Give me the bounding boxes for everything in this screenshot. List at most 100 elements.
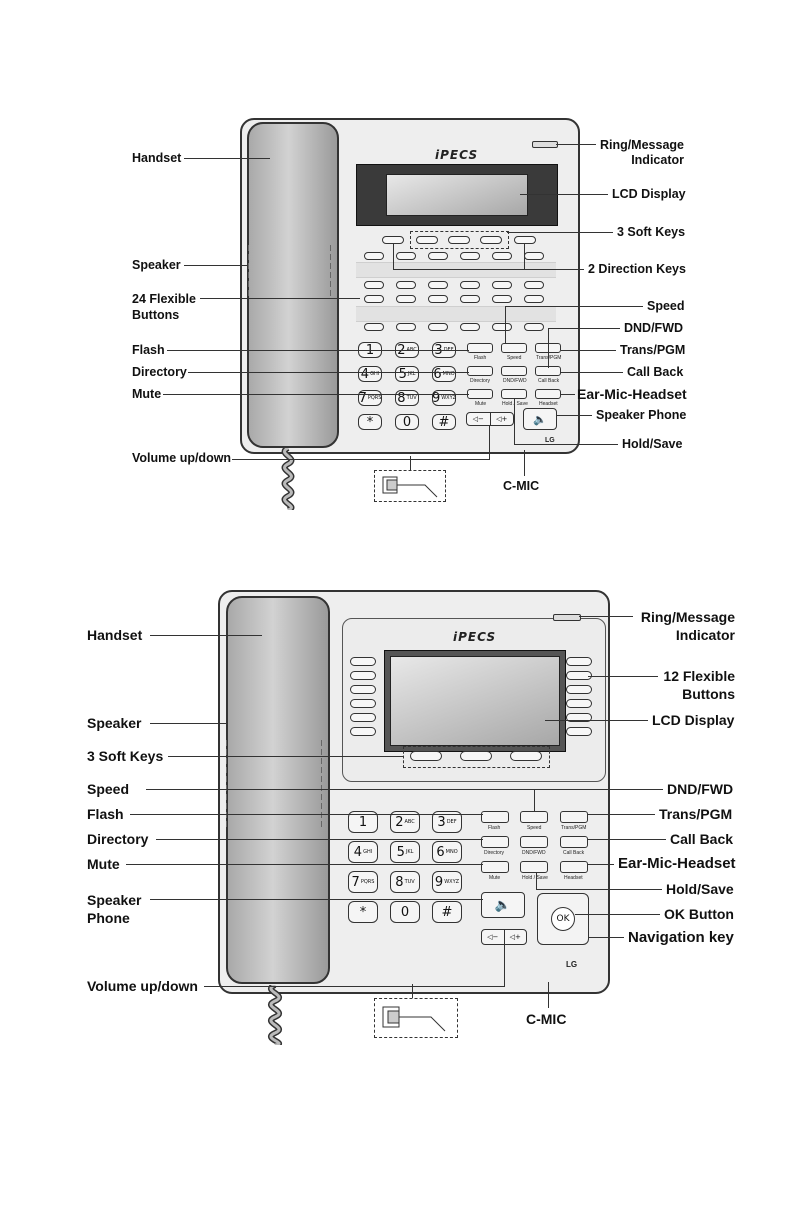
- dial-key-star[interactable]: *: [358, 414, 382, 430]
- dial-digit: 7: [352, 875, 360, 890]
- headset-button[interactable]: [560, 861, 588, 873]
- lcd-display: [386, 174, 528, 216]
- flexible-button[interactable]: [492, 281, 512, 289]
- flexible-button[interactable]: [428, 281, 448, 289]
- flexible-button[interactable]: [524, 252, 544, 260]
- dial-key-0[interactable]: 0: [395, 414, 419, 430]
- direction-key-left[interactable]: [382, 236, 404, 244]
- flash-button[interactable]: [467, 343, 493, 353]
- speed-button[interactable]: [501, 343, 527, 353]
- flexible-button[interactable]: [350, 727, 376, 736]
- flexible-button[interactable]: [428, 295, 448, 303]
- dnd-fwd-button[interactable]: [501, 366, 527, 376]
- flexible-button[interactable]: [350, 699, 376, 708]
- leader: [507, 232, 613, 233]
- flexible-button[interactable]: [460, 281, 480, 289]
- flexible-button[interactable]: [396, 323, 416, 331]
- leader: [514, 444, 618, 445]
- call-back-button[interactable]: [560, 836, 588, 848]
- direction-key-right[interactable]: [514, 236, 536, 244]
- flexible-button[interactable]: [566, 657, 592, 666]
- volume-key[interactable]: ◁−◁+: [481, 929, 527, 945]
- label-ring-message-2: Indicator: [631, 153, 684, 167]
- handset-cord: [255, 985, 295, 1045]
- callback-caption: Call Back: [538, 378, 559, 384]
- flexible-button[interactable]: [350, 713, 376, 722]
- dial-digit: 4: [361, 367, 369, 382]
- jack-icon: [375, 471, 445, 501]
- handset: [226, 596, 330, 984]
- flash-button[interactable]: [481, 811, 509, 823]
- leader: [146, 789, 534, 790]
- flexible-button[interactable]: [364, 281, 384, 289]
- mute-button[interactable]: [467, 389, 493, 399]
- leader: [393, 269, 524, 270]
- dial-key-star[interactable]: *: [348, 901, 378, 923]
- flexible-button[interactable]: [364, 252, 384, 260]
- directory-button[interactable]: [481, 836, 509, 848]
- flexible-button[interactable]: [364, 323, 384, 331]
- mute-button[interactable]: [481, 861, 509, 873]
- trans-pgm-button[interactable]: [560, 811, 588, 823]
- flexible-button[interactable]: [350, 671, 376, 680]
- flexible-button[interactable]: [396, 281, 416, 289]
- flexible-button[interactable]: [566, 727, 592, 736]
- headset-button[interactable]: [535, 389, 561, 399]
- flexible-button[interactable]: [524, 323, 544, 331]
- jack-icon: [375, 999, 457, 1037]
- flexible-button[interactable]: [460, 323, 480, 331]
- ok-button[interactable]: OK: [551, 907, 575, 931]
- speaker-phone-button[interactable]: 🔈: [523, 408, 557, 430]
- flexible-button[interactable]: [350, 657, 376, 666]
- leader: [184, 265, 248, 266]
- flexible-button[interactable]: [492, 323, 512, 331]
- flexible-button[interactable]: [350, 685, 376, 694]
- flexible-button[interactable]: [428, 323, 448, 331]
- leader: [588, 814, 655, 815]
- handset: [247, 122, 339, 448]
- dial-key-0[interactable]: 0: [390, 901, 420, 923]
- speaker-grille-right: [330, 245, 334, 299]
- speed-button[interactable]: [520, 811, 548, 823]
- dial-letters: GHI: [363, 849, 372, 855]
- label-callback: Call Back: [670, 832, 733, 846]
- flexible-button[interactable]: [492, 295, 512, 303]
- dial-key-hash[interactable]: #: [432, 901, 462, 923]
- dnd-fwd-button[interactable]: [520, 836, 548, 848]
- speaker-phone-button[interactable]: 🔈: [481, 892, 525, 918]
- soft-key-2[interactable]: [460, 751, 492, 761]
- hold-save-button[interactable]: [520, 861, 548, 873]
- leader: [150, 723, 228, 724]
- dial-key-hash[interactable]: #: [432, 414, 456, 430]
- soft-key-3[interactable]: [510, 751, 542, 761]
- flexible-button[interactable]: [566, 699, 592, 708]
- leader: [393, 244, 394, 269]
- leader: [204, 986, 505, 987]
- directory-button[interactable]: [467, 366, 493, 376]
- flexible-button[interactable]: [460, 252, 480, 260]
- flexible-button[interactable]: [364, 295, 384, 303]
- volume-key[interactable]: ◁−◁+: [466, 412, 514, 426]
- flexible-button[interactable]: [524, 295, 544, 303]
- flexible-button[interactable]: [428, 252, 448, 260]
- flexible-button[interactable]: [524, 281, 544, 289]
- flexible-button[interactable]: [492, 252, 512, 260]
- flexible-button[interactable]: [460, 295, 480, 303]
- soft-key-1[interactable]: [410, 751, 442, 761]
- flexible-button[interactable]: [396, 295, 416, 303]
- label-volume: Volume up/down: [132, 452, 231, 465]
- flexible-button[interactable]: [396, 252, 416, 260]
- flexible-button[interactable]: [566, 685, 592, 694]
